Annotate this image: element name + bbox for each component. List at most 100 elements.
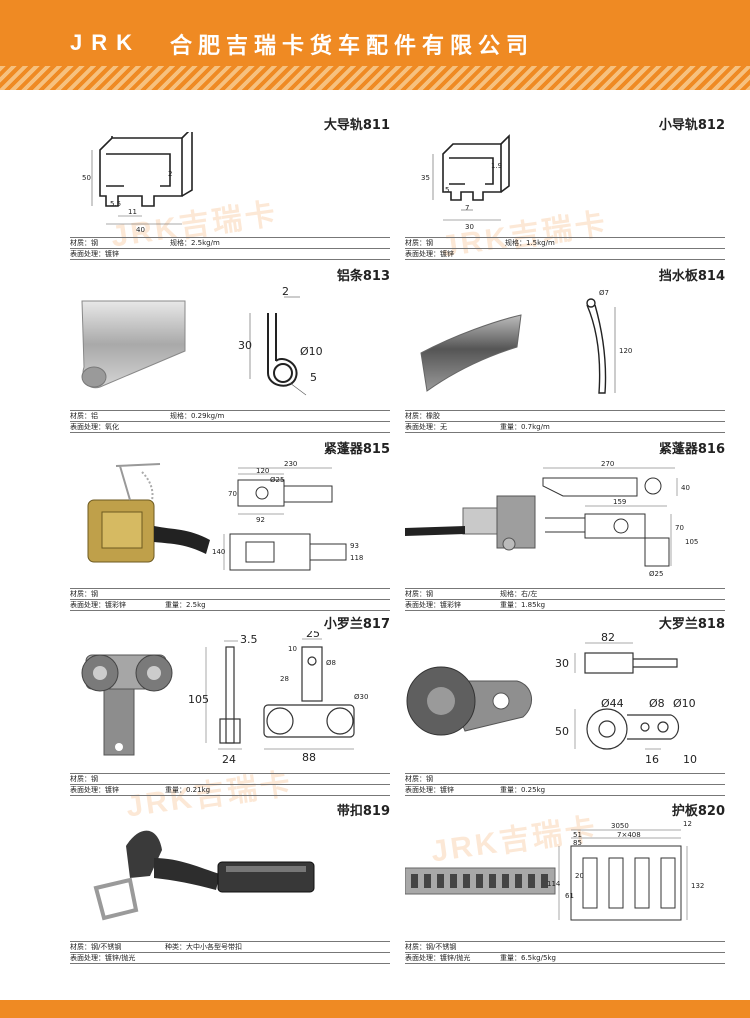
drawing-813: 2 30 Ø10 5 [70, 283, 390, 405]
rubber-flap-photo [420, 314, 522, 392]
product-title: 带扣819 [336, 804, 390, 819]
spec-finish: 表面处理：氧化 [70, 423, 119, 431]
brand-logo: JRK [70, 30, 142, 55]
product-card-816: 紧蓬器816 270 40 159 70 105 Ø25 材质：钢规 [405, 438, 725, 611]
dimension-label: 50 [82, 174, 91, 182]
spec-finish: 表面处理：镀锌 [405, 250, 454, 258]
drawing-816: 270 40 159 70 105 Ø25 [405, 456, 725, 586]
drawing-814: Ø7 120 [405, 283, 725, 405]
spec-material: 材质：钢 [405, 775, 433, 783]
tarp-tensioner-photo [87, 463, 210, 563]
spec-size: 规格：1.5kg/m [505, 239, 555, 247]
drawing-815: 230 120 Ø25 70 92 140 93 118 [70, 456, 390, 586]
plate-slot [450, 874, 457, 888]
dimension-label: 93 [350, 542, 359, 550]
spec-weight: 重量：0.21kg [165, 786, 211, 794]
dimension-label: Ø44 [601, 697, 624, 710]
spec-finish: 表面处理：镀锌/抛光 [70, 954, 136, 962]
spec-table: 材质：铝规格：0.29kg/m 表面处理：氧化 [70, 410, 390, 433]
dimension-label: 132 [691, 882, 704, 890]
spec-type: 种类：大中小各型号带扣 [165, 943, 242, 951]
drawing-817: 3.5 25 10 Ø8 28 105 Ø30 24 88 [70, 631, 390, 771]
dimension-label: 2 [168, 170, 172, 178]
product-card-817: 小罗兰817 3.5 25 10 Ø8 28 105 Ø30 [70, 613, 390, 796]
dimension-label: 7×408 [617, 831, 641, 839]
product-card-820: 护板820 3050 12 51 7×408 85 114 61 20 132 … [405, 800, 725, 970]
product-title: 铝条813 [336, 269, 390, 284]
dimension-label: 120 [619, 347, 632, 355]
plate-slot [411, 874, 418, 888]
drawing-812: 35 1.9 5 7 30 [405, 132, 725, 237]
plate-slot [541, 874, 548, 888]
spec-table: 材质：钢 规格：1.5kg/m 表面处理：镀锌 [405, 237, 725, 260]
dimension-label: 51 [573, 831, 582, 839]
product-card-819: 带扣819 材质：钢/不锈钢 种类：大中小各型号带扣 表面处理：镀锌/抛光 [70, 800, 390, 970]
dimension-label: 25 [306, 631, 320, 640]
ratchet-buckle-photo [93, 830, 315, 921]
drawing-819 [70, 818, 390, 938]
dimension-label: 24 [222, 753, 236, 766]
dimension-label: Ø30 [354, 693, 368, 701]
spec-table: 材质：橡胶 表面处理：无重量：0.7kg/m [405, 410, 725, 433]
small-roller-photo [81, 654, 173, 756]
dimension-label: 12 [683, 820, 692, 828]
spec-material: 材质：钢 [405, 590, 433, 598]
dimension-label: 118 [350, 554, 363, 562]
spec-weight: 重量：1.85kg [500, 601, 546, 609]
dimension-label: 105 [685, 538, 698, 546]
dimension-label: 88 [302, 751, 316, 764]
plate-slot [528, 874, 535, 888]
spec-material: 材质：钢 [70, 239, 98, 247]
product-title: 小导轨812 [658, 118, 725, 133]
spec-material: 材质：钢 [405, 239, 433, 247]
dimension-label: Ø7 [599, 289, 609, 297]
spec-material: 材质：钢/不锈钢 [70, 943, 122, 951]
spec-weight: 重量：6.5kg/5kg [500, 954, 556, 962]
tarp-tensioner-photo [405, 495, 536, 551]
product-card-815: 紧蓬器815 230 120 Ø25 70 92 140 93 [70, 438, 390, 611]
dimension-label: 120 [256, 467, 269, 475]
dimension-label: Ø10 [300, 345, 323, 358]
dimension-label: 50 [555, 725, 569, 738]
dimension-label: Ø8 [326, 659, 336, 667]
spec-size: 规格：右/左 [500, 590, 538, 598]
plate-slot [489, 874, 496, 888]
dimension-label: Ø10 [673, 697, 696, 710]
spec-finish: 表面处理：镀锌 [70, 786, 119, 794]
spec-table: 材质：钢 表面处理：镀彩锌重量：2.5kg [70, 588, 390, 611]
spec-material: 材质：橡胶 [405, 412, 440, 420]
plate-slot [515, 874, 522, 888]
dimension-label: 5 [310, 371, 317, 384]
dimension-label: 35 [421, 174, 430, 182]
dimension-label: 16 [645, 753, 659, 766]
dimension-label: 3.5 [240, 633, 258, 646]
dimension-label: 40 [681, 484, 690, 492]
large-roller-photo [406, 666, 532, 736]
dimension-label: 20 [575, 872, 584, 880]
spec-size: 规格：2.5kg/m [170, 239, 220, 247]
product-title: 护板820 [671, 804, 725, 819]
spec-finish: 表面处理：镀锌 [405, 786, 454, 794]
spec-weight: 重量：2.5kg [165, 601, 206, 609]
dimension-label: 40 [136, 226, 145, 234]
dimension-label: 10 [683, 753, 697, 766]
spec-table: 材质：钢规格：右/左 表面处理：镀彩锌重量：1.85kg [405, 588, 725, 611]
company-name: 合肥吉瑞卡货车配件有限公司 [170, 34, 535, 59]
spec-table: 材质：钢/不锈钢 表面处理：镀锌/抛光重量：6.5kg/5kg [405, 941, 725, 964]
dimension-label: 10 [288, 645, 297, 653]
product-title: 挡水板814 [658, 269, 725, 284]
dimension-label: 28 [280, 675, 289, 683]
dimension-label: 70 [675, 524, 684, 532]
product-title: 大导轨811 [323, 118, 390, 133]
header-stripe-band [0, 66, 750, 90]
dimension-label: Ø25 [270, 476, 284, 484]
dimension-label: 140 [212, 548, 225, 556]
drawing-820: 3050 12 51 7×408 85 114 61 20 132 [405, 818, 725, 938]
spec-weight: 重量：0.7kg/m [500, 423, 550, 431]
product-title: 大罗兰818 [658, 617, 725, 632]
spec-finish: 表面处理：镀锌/抛光 [405, 954, 471, 962]
dimension-label: 230 [284, 460, 297, 468]
plate-slot [476, 874, 483, 888]
dimension-label: 159 [613, 498, 626, 506]
product-title: 紧蓬器816 [658, 442, 725, 457]
